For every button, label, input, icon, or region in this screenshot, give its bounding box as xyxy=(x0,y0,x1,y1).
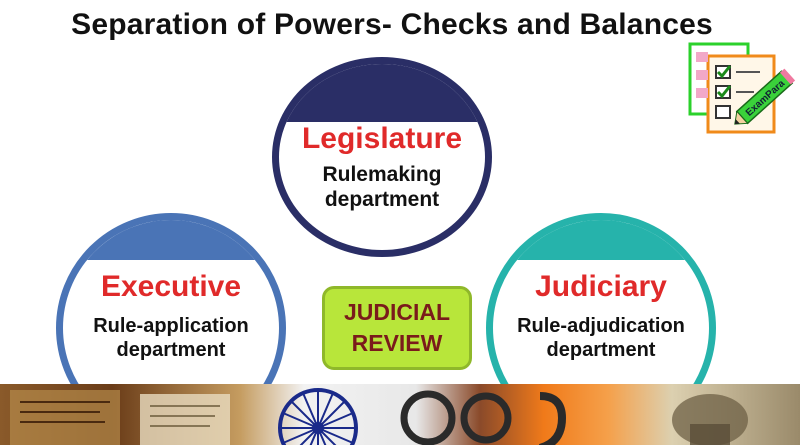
collage-banner xyxy=(0,384,800,445)
executive-desc-line1: Rule-application xyxy=(93,315,249,337)
old-constitution-book-icon xyxy=(10,390,230,445)
judiciary-desc-line1: Rule-adjudication xyxy=(517,315,685,337)
judicial-review-box: JUDICIAL REVIEW xyxy=(322,286,472,370)
judiciary-description: Rule-adjudication department xyxy=(493,314,709,362)
legislature-description: Rulemaking department xyxy=(279,162,485,212)
ashoka-chakra-icon xyxy=(278,388,358,445)
gear-icon xyxy=(400,390,567,445)
legislature-circle: Legislature Rulemaking department xyxy=(272,57,492,257)
executive-heading: Executive xyxy=(100,270,242,303)
executive-description: Rule-application department xyxy=(63,314,279,362)
judicial-review-line2: REVIEW xyxy=(351,330,443,357)
judiciary-cap xyxy=(493,220,709,260)
legislature-desc-line1: Rulemaking xyxy=(322,163,442,186)
page-title: Separation of Powers- Checks and Balance… xyxy=(71,8,713,41)
legislature-desc-line2: department xyxy=(324,188,440,212)
executive-cap xyxy=(63,220,279,260)
exam-checklist-logo-icon: ExamPara xyxy=(688,42,796,136)
legislature-heading: Legislature xyxy=(301,122,463,155)
judicial-review-line1: JUDICIAL xyxy=(343,299,451,325)
state-emblem-icon xyxy=(672,394,748,445)
judiciary-heading: Judiciary xyxy=(535,270,667,303)
executive-desc-line2: department xyxy=(116,339,226,361)
legislature-cap xyxy=(279,64,485,122)
judiciary-desc-line2: department xyxy=(546,339,656,361)
